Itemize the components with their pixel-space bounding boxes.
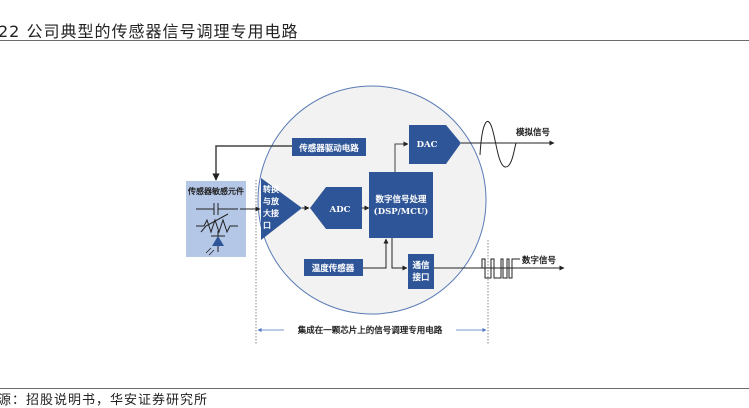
digital-square-wave xyxy=(480,258,520,279)
amplifier-label-4: 口 xyxy=(263,220,271,230)
temp-sensor-label: 温度传感器 xyxy=(312,263,355,274)
amplifier-label-1: 转换 xyxy=(263,184,280,194)
driver-circuit-label: 传感器驱动电路 xyxy=(298,143,359,154)
temp-sensor-block xyxy=(304,259,363,276)
dsp-label-2: (DSP/MCU) xyxy=(374,206,429,217)
dsp-to-dac-line xyxy=(394,141,409,172)
adc-label: ADC xyxy=(329,205,351,215)
photodiode-icon xyxy=(205,231,225,256)
sensor-element-label: 传感器敏感元件 xyxy=(187,186,244,196)
figure-title: 22 公司典型的传感器信号调理专用电路 xyxy=(0,22,299,41)
analog-sine-wave xyxy=(479,121,517,168)
digital-output-label: 数字信号 xyxy=(522,255,557,266)
dsp-to-comm-line xyxy=(391,238,408,271)
amplifier-label-3: 大接 xyxy=(263,208,279,218)
driver-circuit-block xyxy=(292,138,366,156)
chip-span-label: 集成在一颗芯片上的信号调理专用电路 xyxy=(297,325,443,336)
comm-interface-block xyxy=(408,254,434,289)
bottom-rule xyxy=(0,388,749,389)
dsp-label-1: 数字信号处理 xyxy=(375,194,427,205)
amplifier-block xyxy=(261,178,302,240)
temp-to-dsp-line xyxy=(363,238,389,269)
amplifier-label-2: 与放 xyxy=(263,196,280,206)
figure-source: 源：招股说明书，华安证券研究所 xyxy=(0,393,209,408)
dsp-block xyxy=(369,172,433,238)
top-rule xyxy=(0,40,749,41)
dac-block xyxy=(409,125,461,164)
resistor-icon xyxy=(196,213,238,234)
dac-label: DAC xyxy=(417,140,438,150)
driver-feedback-line xyxy=(212,145,292,181)
adc-block xyxy=(310,187,362,229)
comm-interface-label-1: 通信 xyxy=(412,260,430,271)
comm-interface-label-2: 接口 xyxy=(412,272,429,283)
capacitor-icon xyxy=(196,203,238,215)
analog-output-label: 模拟信号 xyxy=(516,127,551,138)
